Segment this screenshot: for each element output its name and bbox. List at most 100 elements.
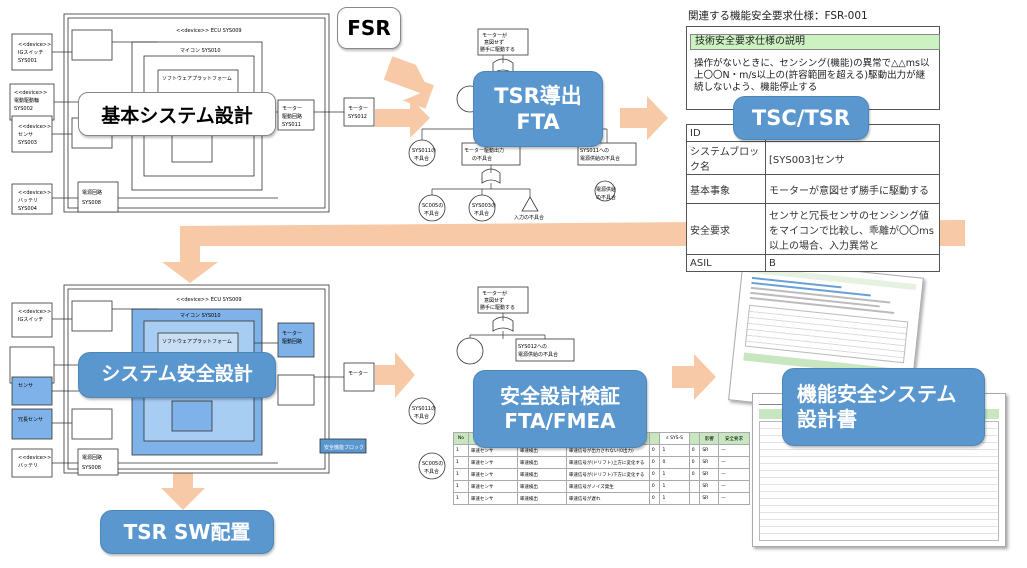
svg-text:モーター: モーター: [282, 330, 302, 337]
svg-text:SC005の: SC005の: [422, 203, 443, 209]
svg-text:SC005の: SC005の: [422, 461, 443, 467]
fmea-cell: 1: [453, 468, 469, 481]
spec-row-key: 安全要求: [686, 203, 766, 255]
svg-text:電源供給の不具合: 電源供給の不具合: [580, 155, 620, 162]
fmea-cell: 1: [453, 492, 469, 505]
svg-text:不具合: 不具合: [414, 413, 429, 420]
label-system-safety-design: システム安全設計: [78, 352, 276, 398]
fmea-cell: 1: [659, 444, 690, 457]
fmea-cell: SR: [699, 468, 720, 481]
label-basic-system-design: 基本システム設計: [78, 92, 276, 136]
svg-text:駆動回路: 駆動回路: [282, 113, 302, 120]
svg-text:センサ: センサ: [18, 132, 33, 138]
spec-row-value: [SYS003]センサ: [765, 141, 940, 175]
svg-text:SYS011: SYS011: [282, 122, 301, 128]
fmea-cell: 車速センサ: [467, 492, 518, 505]
fmea-header: ε SYS-S: [659, 432, 690, 445]
fmea-cell: [688, 492, 701, 505]
arrow-verify-to-doc: [672, 354, 716, 400]
fmea-cell: 1: [659, 492, 690, 505]
svg-text:電源回路: 電源回路: [82, 189, 102, 196]
spec-row-key: ASIL: [686, 254, 766, 272]
svg-text:マイコン SYS010: マイコン SYS010: [180, 313, 221, 319]
spec-row: 安全要求センサと冗長センサのセンシング値をマイコンで比較し、乖離が〇〇ms以上の…: [686, 203, 940, 255]
fmea-cell: —: [718, 468, 750, 481]
svg-text:<<device>>: <<device>>: [18, 309, 51, 315]
svg-text:SYS004: SYS004: [18, 206, 37, 212]
fmea-cell: [688, 480, 701, 493]
svg-text:センサ: センサ: [18, 383, 33, 389]
svg-text:<<device>>: <<device>>: [18, 455, 51, 461]
fmea-cell: SR: [699, 480, 720, 493]
fmea-cell: SR: [699, 492, 720, 505]
spec-row-key: システムブロック名: [686, 141, 766, 175]
fmea-cell: 車速信号が遅れ: [565, 492, 650, 505]
svg-text:SYS008: SYS008: [82, 465, 101, 471]
svg-text:SYS008: SYS008: [82, 200, 101, 206]
fmea-header: [688, 432, 701, 445]
label-safety-verification: 安全設計検証 FTA/FMEA: [473, 370, 647, 448]
svg-text:不具合: 不具合: [414, 155, 429, 162]
fmea-cell: 0: [648, 444, 661, 457]
spec-subheader: 技術安全要求仕様の説明: [690, 34, 940, 50]
fmea-cell: 0: [688, 444, 701, 457]
spec-row-value: モーターが意図せず勝手に駆動する: [765, 174, 940, 204]
mcu-label: マイコン SYS010: [180, 48, 221, 54]
fmea-cell: 0: [648, 456, 661, 469]
svg-text:モーター: モーター: [282, 105, 302, 112]
svg-text:<<device>>: <<device>>: [18, 124, 51, 130]
svg-text:電動駆動輪: 電動駆動輪: [14, 97, 39, 104]
svg-text:SYS003: SYS003: [18, 140, 37, 146]
fmea-cell: 1: [453, 444, 469, 457]
svg-text:電源供給: 電源供給: [596, 186, 616, 193]
svg-text:モーター: モーター: [348, 105, 368, 112]
fmea-cell: 1: [453, 480, 469, 493]
fmea-cell: 車速センサ: [467, 456, 518, 469]
svg-text:モーターが: モーターが: [482, 290, 507, 297]
fmea-cell: 車速検出: [516, 456, 567, 469]
svg-text:モーター駆動出力: モーター駆動出力: [464, 147, 504, 154]
spec-row-value: センサと冗長センサのセンシング値をマイコンで比較し、乖離が〇〇ms以上の場合、入…: [765, 203, 940, 255]
arrow-safety-to-verify: [375, 352, 415, 398]
fmea-cell: 1: [453, 456, 469, 469]
svg-text:意図せず: 意図せず: [484, 297, 504, 304]
svg-text:SYS001: SYS001: [18, 58, 37, 64]
fta-top: モーターが 意図せず 勝手に駆動する モーター駆動出力 の不具合 SYS011へ…: [408, 28, 637, 222]
svg-text:バッテリ: バッテリ: [18, 463, 38, 469]
svg-text:SYS012: SYS012: [348, 114, 367, 120]
svg-text:の不具合: の不具合: [472, 155, 492, 162]
svg-text:入力の不具合: 入力の不具合: [514, 214, 544, 221]
fmea-header: [648, 432, 661, 445]
svg-text:モーター: モーター: [348, 370, 368, 377]
svg-text:勝手に駆動する: 勝手に駆動する: [480, 304, 515, 311]
svg-text:<<device>>: <<device>>: [14, 90, 47, 96]
spec-description: 操作がないときに、センシング(機能)の異常で△△ms以上〇〇N・m/s以上の(許…: [694, 58, 930, 93]
fmea-cell: 車速信号が(ドリフト)下方に変化する: [565, 468, 650, 481]
svg-text:冗長センサ: 冗長センサ: [18, 417, 43, 423]
svg-text:勝手に駆動する: 勝手に駆動する: [480, 46, 515, 53]
label-tsr-fta: TSR導出 FTA: [473, 71, 603, 147]
svg-text:SYS011の: SYS011の: [412, 148, 436, 154]
fmea-cell: 車速検出: [516, 468, 567, 481]
svg-text:の不具合: の不具合: [596, 194, 616, 201]
fmea-cell: —: [718, 492, 750, 505]
fmea-header: No: [453, 432, 469, 445]
svg-text:<<device>>: <<device>>: [18, 190, 51, 196]
fmea-header: 安全要求: [718, 432, 750, 445]
fmea-cell: 車速検出: [516, 480, 567, 493]
fmea-cell: 0: [648, 492, 661, 505]
fmea-cell: SR: [699, 456, 720, 469]
fmea-cell: 1: [659, 480, 690, 493]
fmea-cell: 1: [659, 468, 690, 481]
fmea-header: 影響: [699, 432, 720, 445]
fmea-cell: —: [718, 444, 750, 457]
svg-text:モーターが: モーターが: [482, 32, 507, 39]
fmea-cell: 0: [688, 456, 701, 469]
fmea-cell: 車速信号がノイズ発生: [565, 480, 650, 493]
spec-row-value: B: [765, 254, 940, 272]
fmea-cell: 車速検出: [516, 492, 567, 505]
